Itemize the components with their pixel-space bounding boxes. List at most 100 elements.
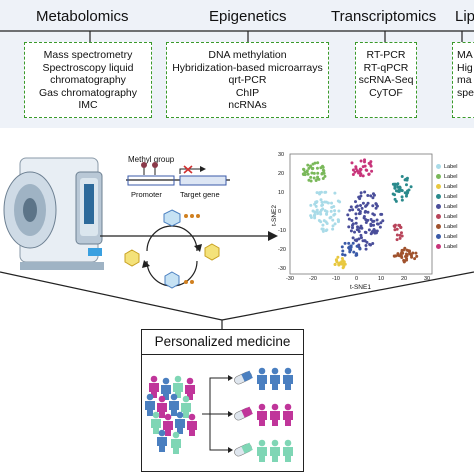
tsne-point — [375, 218, 379, 222]
tsne-point — [350, 218, 354, 222]
metabolomics-box: Mass spectrometry Spectroscopy liquid ch… — [24, 42, 152, 118]
tsne-point — [358, 210, 362, 214]
tsne-point — [321, 227, 325, 231]
tsne-point — [358, 167, 362, 171]
promoter-label: Promoter — [131, 190, 162, 199]
tsne-x-tick: 30 — [424, 276, 431, 282]
target-gene-label: Target gene — [180, 190, 220, 199]
tsne-point — [393, 228, 397, 232]
tsne-point — [315, 191, 319, 195]
tsne-point — [329, 209, 333, 213]
tsne-point — [328, 216, 332, 220]
tsne-point — [359, 191, 363, 195]
tsne-point — [347, 241, 351, 245]
tsne-point — [370, 169, 374, 173]
methyl-group-label: Methyl group — [128, 155, 175, 164]
tsne-point — [372, 193, 376, 197]
tsne-y-tick: 0 — [278, 209, 282, 215]
tsne-point — [364, 247, 368, 251]
tsne-x-tick: -20 — [309, 276, 317, 282]
tsne-legend-item: Label — [436, 194, 457, 200]
tsne-point — [414, 251, 418, 255]
legend-label: Label — [444, 174, 458, 180]
tsne-point — [399, 254, 403, 258]
tsne-point — [311, 166, 315, 170]
lipidomics-box: MA Hig ma spe — [452, 42, 474, 118]
tsne-point — [349, 205, 353, 209]
tsne-point — [332, 213, 336, 217]
tsne-point — [312, 176, 316, 180]
lipidomics-item: ma — [457, 74, 472, 86]
tsne-point — [314, 204, 318, 208]
tsne-point — [371, 219, 375, 223]
tsne-point — [374, 202, 378, 206]
tsne-point — [363, 160, 367, 164]
tsne-point — [374, 206, 378, 210]
tsne-y-tick: 10 — [278, 190, 285, 196]
tsne-point — [409, 254, 413, 258]
tsne-point — [341, 266, 345, 270]
tsne-legend-item: Label — [436, 184, 457, 190]
tsne-point — [351, 222, 355, 226]
tsne-point — [305, 170, 309, 174]
lipidomics-item: spe — [457, 86, 474, 99]
tsne-point — [315, 210, 319, 214]
tsne-point — [408, 252, 412, 256]
tsne-point — [358, 197, 362, 201]
tsne-xlabel: t-SNE1 — [350, 284, 371, 291]
transcriptomics-item: RT-PCR — [366, 49, 406, 61]
tsne-point — [405, 178, 409, 182]
tsne-point — [317, 177, 321, 181]
tsne-legend-item: Label — [436, 224, 457, 230]
pill-icon — [234, 370, 253, 385]
tsne-y-tick: 30 — [278, 152, 285, 158]
metabolomics-item: Spectroscopy liquid — [42, 61, 134, 74]
tsne-point — [364, 209, 368, 213]
tsne-point — [376, 222, 380, 226]
tsne-point — [399, 231, 403, 235]
tsne-point — [330, 201, 334, 205]
tsne-point — [324, 200, 328, 204]
tsne-point — [333, 191, 337, 195]
tsne-point — [393, 193, 397, 197]
tsne-point — [360, 206, 364, 210]
tsne-point — [375, 204, 379, 208]
tsne-point — [369, 164, 373, 168]
tsne-point — [398, 186, 402, 190]
tsne-point — [397, 188, 401, 192]
legend-swatch — [436, 244, 441, 250]
tsne-point — [361, 201, 365, 205]
tsne-point — [405, 256, 409, 260]
legend-label: Label — [444, 224, 458, 230]
tsne-point — [359, 159, 363, 163]
tsne-point — [352, 250, 356, 254]
tsne-legend-item: Label — [436, 164, 457, 170]
legend-swatch — [436, 224, 441, 230]
tsne-point — [359, 194, 363, 198]
tsne-point — [342, 262, 346, 266]
tsne-point — [380, 212, 384, 216]
tsne-point — [333, 262, 337, 266]
metabolomics-item: Gas chromatography — [38, 86, 138, 99]
tsne-point — [333, 209, 337, 213]
personalized-medicine-panel: Personalized medicine — [141, 329, 304, 472]
tsne-point — [406, 189, 410, 193]
tsne-point — [307, 166, 311, 170]
tsne-point — [370, 230, 374, 234]
tsne-point — [405, 192, 409, 196]
tsne-point — [415, 254, 419, 258]
tsne-point — [319, 212, 323, 216]
tsne-point — [367, 228, 371, 232]
tsne-point — [309, 214, 313, 218]
flow-arrow — [100, 231, 278, 241]
tsne-point — [302, 167, 306, 171]
legend-label: Label — [444, 204, 458, 210]
tsne-point — [351, 173, 355, 177]
tsne-x-tick: 0 — [355, 276, 359, 282]
pink-patient-group — [257, 403, 293, 426]
tsne-point — [398, 236, 402, 240]
header-epigenetics: Epigenetics — [209, 8, 287, 25]
transcriptomics-item: RT-qPCR — [363, 61, 409, 74]
